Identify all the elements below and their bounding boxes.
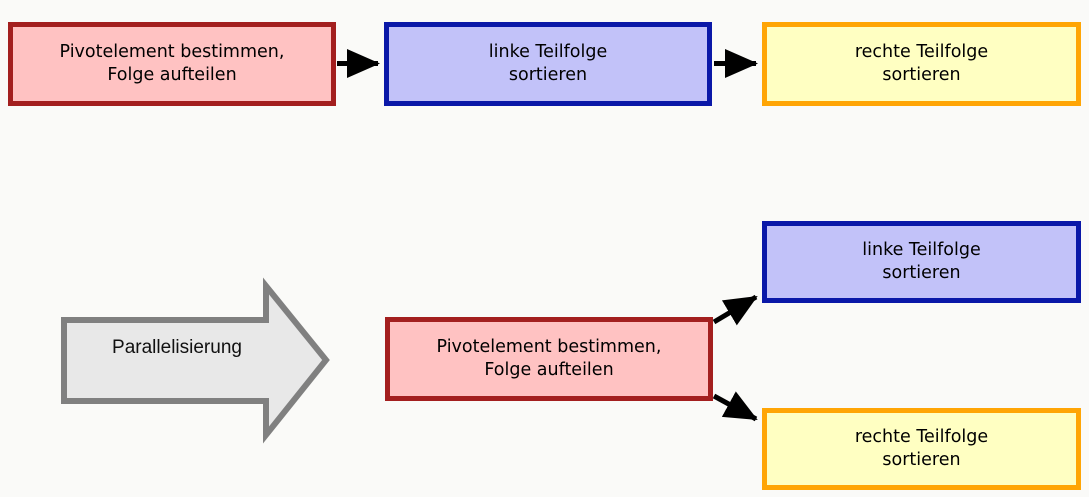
node-top-linke-teilfolge[interactable]: linke Teilfolge sortieren <box>384 22 712 106</box>
connector-bottom-pivot-to-right <box>712 391 758 422</box>
node-bottom-rechte-teilfolge[interactable]: rechte Teilfolge sortieren <box>762 408 1081 490</box>
connector-bottom-pivot-to-left <box>712 294 758 326</box>
node-top-rechte-teilfolge[interactable]: rechte Teilfolge sortieren <box>762 22 1081 106</box>
node-bottom-linke-teilfolge[interactable]: linke Teilfolge sortieren <box>762 221 1081 303</box>
parallelisierung-label: Parallelisierung <box>112 337 242 358</box>
parallelisierung-block-arrow <box>61 277 330 444</box>
node-top-pivot-bestimmen[interactable]: Pivotelement bestimmen, Folge aufteilen <box>8 22 336 106</box>
node-bottom-pivot-bestimmen[interactable]: Pivotelement bestimmen, Folge aufteilen <box>385 317 713 401</box>
